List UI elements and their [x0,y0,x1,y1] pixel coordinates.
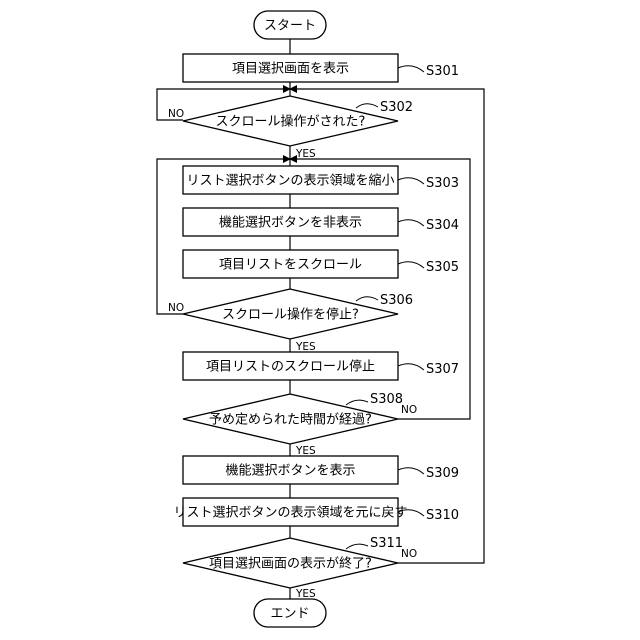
decision-s308: 予め定められた時間が経過? S308 NO YES [183,392,417,457]
decision-s311-label: 項目選択画面の表示が終了? [209,556,372,572]
start-label: スタート [264,19,316,34]
start-terminal: スタート [254,11,326,39]
decision-s311: 項目選択画面の表示が終了? S311 NO YES [183,536,417,600]
step-s310: リスト選択ボタンの表示領域を元に戻す S310 [173,498,459,526]
step-s307: 項目リストのスクロール停止 S307 [183,352,459,380]
step-s309: 機能選択ボタンを表示 S309 [183,456,459,484]
decision-s306-label: スクロール操作を停止? [222,307,359,323]
decision-s306-id: S306 [380,293,413,308]
decision-s308-no: NO [401,404,417,416]
step-s303: リスト選択ボタンの表示領域を縮小 S303 [183,166,459,194]
step-s303-id: S303 [426,176,459,191]
step-s304-label: 機能選択ボタンを非表示 [219,216,362,231]
decision-s306-yes: YES [295,341,316,353]
decision-s302-label: スクロール操作がされた? [216,114,366,130]
decision-s302-yes: YES [295,148,316,160]
step-s301-label: 項目選択画面を表示 [232,62,349,77]
step-s301: 項目選択画面を表示 S301 [183,54,459,82]
decision-s311-no: NO [401,548,417,560]
step-s304: 機能選択ボタンを非表示 S304 [183,208,459,236]
step-s307-label: 項目リストのスクロール停止 [206,359,375,375]
decision-s311-id: S311 [370,536,403,551]
step-s305: 項目リストをスクロール S305 [183,250,459,278]
decision-s308-label: 予め定められた時間が経過? [209,413,372,428]
decision-s308-yes: YES [295,445,316,457]
decision-s311-yes: YES [295,588,316,600]
step-s303-label: リスト選択ボタンの表示領域を縮小 [186,173,394,189]
step-s304-id: S304 [426,218,459,233]
step-s301-id: S301 [426,64,459,79]
decision-s302-no: NO [168,108,184,120]
decision-s308-id: S308 [370,392,403,407]
step-s305-id: S305 [426,260,459,275]
step-s310-label: リスト選択ボタンの表示領域を元に戻す [173,505,407,521]
step-s309-label: 機能選択ボタンを表示 [225,464,355,479]
step-s305-label: 項目リストをスクロール [219,258,362,273]
step-s309-id: S309 [426,466,459,481]
decision-s302-id: S302 [380,100,413,115]
step-s307-id: S307 [426,362,459,377]
end-terminal: エンド [254,599,326,627]
end-label: エンド [270,607,309,622]
step-s310-id: S310 [426,508,459,523]
decision-s306-no: NO [168,302,184,314]
